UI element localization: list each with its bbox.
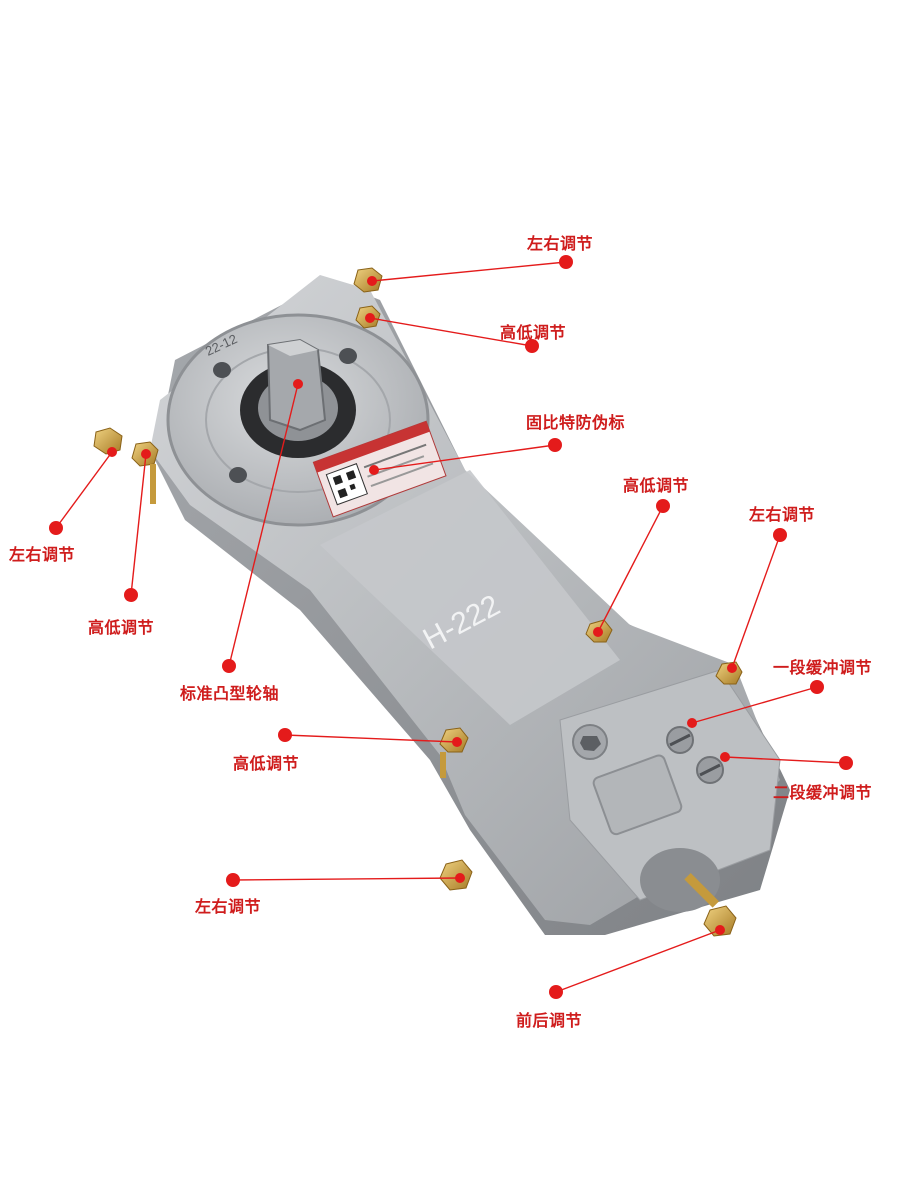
- callout-right-left-right-adjust: 左右调节: [749, 505, 816, 524]
- callout-top-left-right-adjust: 左右调节: [527, 234, 594, 253]
- callout-markers: [49, 255, 853, 999]
- callout-buffer-stage-2: 二段缓冲调节: [773, 783, 873, 802]
- callout-bottom-left-right-adjust: 左右调节: [195, 897, 262, 916]
- callout-right-height-adjust: 高低调节: [623, 476, 690, 495]
- nut-icon: [93, 427, 123, 455]
- callout-left-height-adjust: 高低调节: [88, 618, 155, 637]
- callout-cam-shaft: 标准凸型轮轴: [180, 684, 280, 703]
- callout-middle-height-adjust: 高低调节: [233, 754, 300, 773]
- callout-buffer-stage-1: 一段缓冲调节: [773, 658, 873, 677]
- callout-top-height-adjust: 高低调节: [500, 323, 567, 342]
- callout-front-back-adjust: 前后调节: [516, 1011, 583, 1030]
- callout-leaders: [55, 261, 847, 993]
- callout-left-left-right-adjust: 左右调节: [9, 545, 76, 564]
- nut-icon: [703, 905, 737, 937]
- callout-anti-counterfeit-label: 固比特防伪标: [526, 413, 626, 432]
